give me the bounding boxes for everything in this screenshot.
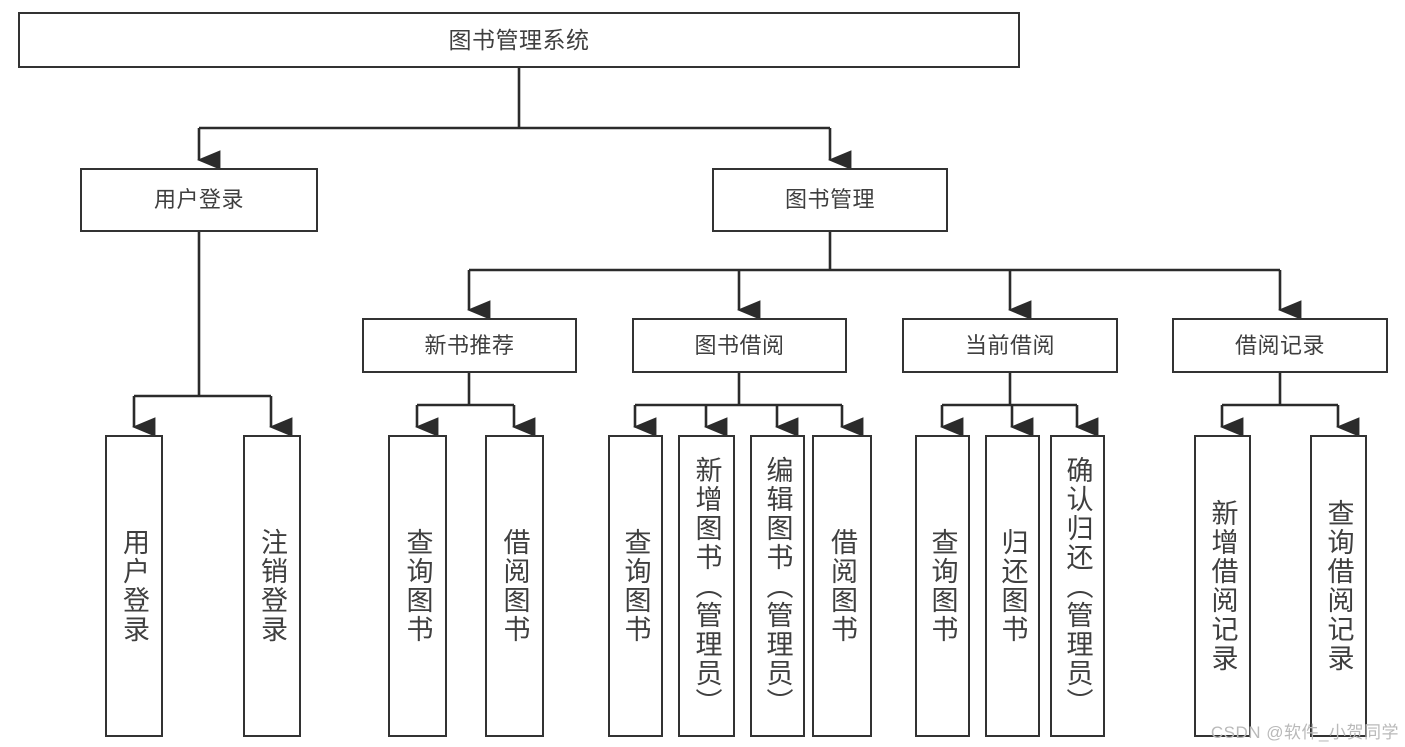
node-label: 确认归还（管理员）: [1062, 455, 1093, 717]
node-label: 新书推荐: [424, 332, 515, 358]
leaf-current-query-book[interactable]: 查询图书: [915, 435, 970, 737]
leaf-user-logout[interactable]: 注销登录: [243, 435, 301, 737]
leaf-current-confirm-return-admin[interactable]: 确认归还（管理员）: [1050, 435, 1105, 737]
leaf-current-return-book[interactable]: 归还图书: [985, 435, 1040, 737]
node-label: 注销登录: [257, 528, 288, 644]
leaf-newbook-query-book[interactable]: 查询图书: [388, 435, 447, 737]
leaf-user-login[interactable]: 用户登录: [105, 435, 163, 737]
node-root-library-system[interactable]: 图书管理系统: [18, 12, 1020, 68]
node-label: 用户登录: [153, 187, 244, 213]
leaf-record-query-borrow-record[interactable]: 查询借阅记录: [1310, 435, 1367, 737]
leaf-borrow-query-book[interactable]: 查询图书: [608, 435, 663, 737]
node-label: 借阅记录: [1234, 332, 1325, 358]
node-borrow-record[interactable]: 借阅记录: [1172, 318, 1388, 373]
leaf-record-add-borrow-record[interactable]: 新增借阅记录: [1194, 435, 1251, 737]
leaf-borrow-edit-book-admin[interactable]: 编辑图书（管理员）: [750, 435, 805, 737]
node-label: 编辑图书（管理员）: [762, 455, 793, 717]
node-label: 图书借阅: [694, 332, 785, 358]
node-new-book-recommend[interactable]: 新书推荐: [362, 318, 577, 373]
node-label: 图书管理系统: [448, 26, 590, 53]
node-label: 用户登录: [119, 528, 150, 644]
node-book-borrow[interactable]: 图书借阅: [632, 318, 847, 373]
node-label: 新增借阅记录: [1207, 499, 1238, 673]
node-label: 归还图书: [997, 528, 1028, 644]
leaf-borrow-add-book-admin[interactable]: 新增图书（管理员）: [678, 435, 735, 737]
leaf-borrow-borrow-book[interactable]: 借阅图书: [812, 435, 872, 737]
node-current-borrow[interactable]: 当前借阅: [902, 318, 1118, 373]
node-label: 借阅图书: [499, 528, 530, 644]
csdn-watermark: CSDN @软件_小贺同学: [1210, 723, 1399, 742]
node-label: 查询图书: [402, 528, 433, 644]
leaf-newbook-borrow-book[interactable]: 借阅图书: [485, 435, 544, 737]
node-label: 图书管理: [784, 187, 875, 213]
node-label: 新增图书（管理员）: [691, 455, 722, 717]
node-label: 查询图书: [927, 528, 958, 644]
node-label: 查询图书: [620, 528, 651, 644]
node-label: 当前借阅: [964, 332, 1055, 358]
node-label: 查询借阅记录: [1323, 499, 1354, 673]
node-label: 借阅图书: [827, 528, 858, 644]
node-user-login[interactable]: 用户登录: [80, 168, 318, 232]
node-book-management[interactable]: 图书管理: [712, 168, 948, 232]
